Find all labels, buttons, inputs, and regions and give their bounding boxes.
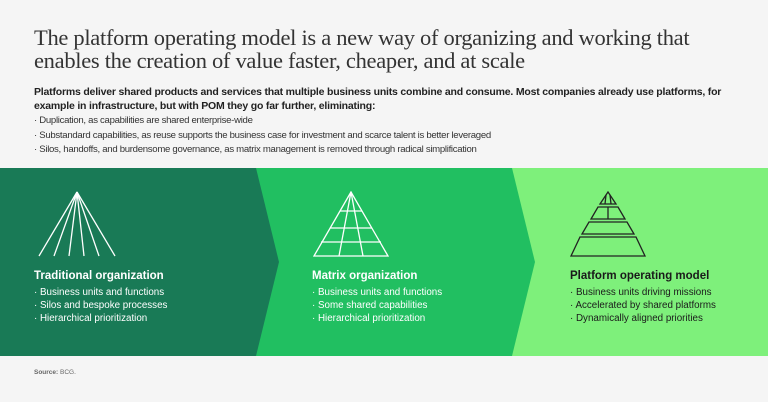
model-platform: Platform operating model · Business unit… xyxy=(570,270,716,325)
model-item: · Business units driving missions xyxy=(570,287,712,298)
eliminating-list: · Duplication, as capabilities are share… xyxy=(34,114,491,158)
model-matrix: Matrix organization · Business units and… xyxy=(312,270,442,325)
layered-pyramid-icon xyxy=(569,191,647,257)
model-item: · Business units and functions xyxy=(312,287,443,298)
model-traditional: Traditional organization · Business unit… xyxy=(34,270,167,325)
list-item: · Silos, handoffs, and burdensome govern… xyxy=(34,144,477,156)
model-item: · Hierarchical prioritization xyxy=(34,313,148,324)
model-heading: Platform operating model xyxy=(570,270,710,282)
grid-pyramid-icon xyxy=(313,191,389,257)
model-heading: Matrix organization xyxy=(312,270,418,282)
model-heading: Traditional organization xyxy=(34,270,164,282)
model-item: · Some shared capabilities xyxy=(312,300,428,311)
page-title: The platform operating model is a new wa… xyxy=(34,25,690,73)
model-item: · Silos and bespoke processes xyxy=(34,300,168,311)
source-label: Source: xyxy=(34,369,59,376)
source-note: Source: BCG. xyxy=(34,369,76,376)
intro-text: Platforms deliver shared products and se… xyxy=(34,86,722,112)
source-text: BCG. xyxy=(60,369,76,376)
fan-pyramid-icon xyxy=(38,191,116,257)
model-item: · Hierarchical prioritization xyxy=(312,313,426,324)
models-band xyxy=(0,168,768,356)
model-item: · Business units and functions xyxy=(34,287,165,298)
list-item: · Substandard capabilities, as reuse sup… xyxy=(34,129,491,141)
model-item: · Dynamically aligned priorities xyxy=(570,313,703,324)
list-item: · Duplication, as capabilities are share… xyxy=(34,115,253,126)
panel-traditional xyxy=(0,168,279,356)
model-item: · Accelerated by shared platforms xyxy=(570,300,716,311)
band-background xyxy=(0,168,768,356)
